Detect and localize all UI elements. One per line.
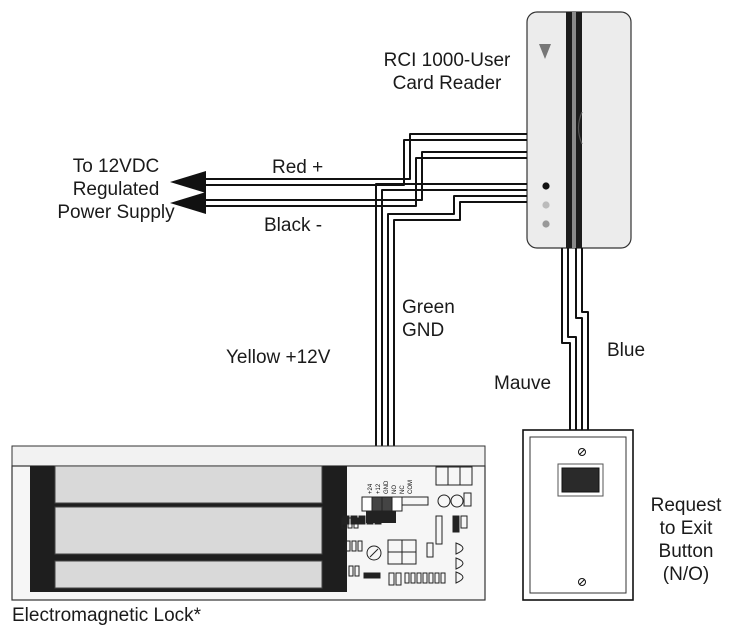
exit-button-label-line2: to Exit <box>659 518 713 539</box>
power-supply-label: To 12VDC Regulated Power Supply <box>28 155 204 224</box>
electromagnetic-lock: +24 +12 GND NO NC COM <box>11 445 486 601</box>
arrow-left-icon <box>170 171 206 193</box>
card-reader-label: RCI 1000-User Card Reader <box>362 49 532 95</box>
power-supply-label-line1: To 12VDC <box>72 156 160 177</box>
terminal-block <box>361 496 403 523</box>
terminal-label: NO <box>392 485 398 494</box>
push-button-icon <box>561 467 600 493</box>
green-wire-label-line2: GND <box>402 320 445 341</box>
yellow-wire-label: Yellow +12V <box>226 347 331 368</box>
power-supply-label-line2: Regulated <box>72 179 160 200</box>
black-wire-label: Black - <box>264 215 323 236</box>
terminal-label: NC <box>400 485 406 494</box>
terminal-label: +12 <box>376 483 382 494</box>
terminal-label: +24 <box>368 483 374 494</box>
red-wire-label: Red + <box>272 157 324 178</box>
exit-button-label-line3: Button <box>658 541 714 562</box>
mauve-wire <box>561 248 577 430</box>
lock-label: Electromagnetic Lock* <box>12 605 202 626</box>
blue-wire <box>575 248 589 430</box>
black-wire <box>190 151 527 207</box>
screw-icon <box>578 578 586 586</box>
yellow-wire <box>375 183 527 452</box>
card-reader-label-line1: RCI 1000-User <box>383 50 511 71</box>
exit-button-label-line4: (N/O) <box>662 564 710 585</box>
blue-wire-label: Blue <box>607 340 646 361</box>
arrow-down-icon <box>539 44 551 59</box>
green-wire <box>387 195 527 452</box>
exit-button-label-line1: Request <box>650 495 722 516</box>
wires <box>190 133 589 452</box>
terminal-label: GND <box>384 480 390 494</box>
mauve-wire-label: Mauve <box>494 373 552 394</box>
exit-button-plate <box>522 429 634 601</box>
screw-icon <box>578 448 586 456</box>
terminal-label: COM <box>408 480 414 494</box>
led-indicator-icon <box>542 201 550 209</box>
red-wire <box>190 133 527 186</box>
terminal-labels: +24 +12 GND NO NC COM <box>368 480 414 494</box>
card-reader <box>526 11 632 249</box>
power-supply-label-line3: Power Supply <box>57 202 175 223</box>
green-wire-label: Green GND <box>402 296 455 342</box>
led-indicator-icon <box>542 220 550 228</box>
arrow-left-icon <box>170 192 206 214</box>
exit-button-label: Request to Exit Button (N/O) <box>636 494 736 586</box>
led-indicator-icon <box>542 182 550 190</box>
card-reader-label-line2: Card Reader <box>392 73 502 94</box>
green-wire-label-line1: Green <box>402 297 455 318</box>
